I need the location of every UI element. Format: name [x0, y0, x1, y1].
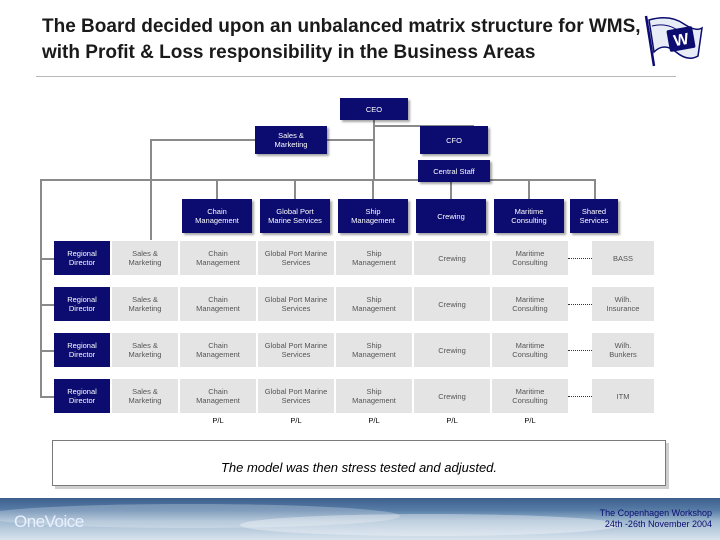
matrix-cell: Crewing: [414, 333, 490, 367]
dotted-link: [568, 304, 592, 305]
connector-row-1: [40, 258, 54, 260]
matrix-cell-sales: Sales & Marketing: [112, 333, 178, 367]
svg-text:W: W: [672, 31, 691, 51]
footer-event-title: The Copenhagen Workshop: [599, 508, 712, 518]
matrix-cell: Chain Management: [180, 287, 256, 321]
connector-staff-line: [40, 179, 595, 181]
onevoice-brand: OneVoice: [14, 512, 84, 531]
cfo-box: CFO: [420, 126, 488, 154]
matrix-cell: Maritime Consulting: [492, 287, 568, 321]
conclusion-note: The model was then stress tested and adj…: [52, 440, 666, 486]
pl-label: P/L: [290, 416, 302, 425]
conclusion-note-text: The model was then stress tested and adj…: [220, 459, 498, 475]
matrix-cell: Maritime Consulting: [492, 241, 568, 275]
pl-label: P/L: [446, 416, 458, 425]
matrix-cell: Global Port Marine Services: [258, 287, 334, 321]
wilhelmsen-flag-logo-icon: W: [644, 15, 703, 67]
matrix-cell-sales: Sales & Marketing: [112, 287, 178, 321]
regional-director-box: Regional Director: [54, 379, 110, 413]
column-header-crewing: Crewing: [416, 199, 486, 233]
dotted-link: [568, 396, 592, 397]
matrix-cell: Maritime Consulting: [492, 333, 568, 367]
footer-event-dates: 24th -26th November 2004: [604, 519, 712, 529]
matrix-cell-sales: Sales & Marketing: [112, 241, 178, 275]
connector-col-5: [528, 179, 530, 199]
footer-wave: [0, 504, 400, 528]
matrix-cell: Global Port Marine Services: [258, 241, 334, 275]
connector-row-4: [40, 396, 54, 398]
matrix-cell: Ship Management: [336, 241, 412, 275]
regional-director-box: Regional Director: [54, 287, 110, 321]
connector-col-1: [216, 179, 218, 199]
connector-row-2: [40, 304, 54, 306]
connector-sales-left-down: [150, 139, 152, 240]
pl-label: P/L: [524, 416, 536, 425]
connector-row-3: [40, 350, 54, 352]
pl-label: P/L: [212, 416, 224, 425]
matrix-cell: Global Port Marine Services: [258, 379, 334, 413]
shared-service-box: BASS: [592, 241, 654, 275]
column-header-global-port-marine-services: Global Port Marine Services: [260, 199, 330, 233]
dotted-link: [568, 350, 592, 351]
ceo-box: CEO: [340, 98, 408, 120]
matrix-cell-sales: Sales & Marketing: [112, 379, 178, 413]
column-header-maritime-consulting: Maritime Consulting: [494, 199, 564, 233]
footer-banner: OneVoice The Copenhagen Workshop 24th -2…: [0, 498, 720, 540]
footer-event-info: The Copenhagen Workshop 24th -26th Novem…: [600, 508, 712, 530]
column-header-shared-services: Shared Services: [570, 199, 618, 233]
connector-ceo-down: [373, 115, 375, 179]
matrix-cell: Ship Management: [336, 287, 412, 321]
matrix-cell: Ship Management: [336, 333, 412, 367]
connector-left-down: [40, 179, 42, 397]
footer-wave: [240, 514, 620, 536]
matrix-cell: Ship Management: [336, 379, 412, 413]
column-header-ship-management: Ship Management: [338, 199, 408, 233]
sales-marketing-box: Sales & Marketing: [255, 126, 327, 154]
connector-col-3: [372, 179, 374, 199]
shared-service-box: ITM: [592, 379, 654, 413]
matrix-cell: Maritime Consulting: [492, 379, 568, 413]
regional-director-box: Regional Director: [54, 333, 110, 367]
connector-col-4: [450, 179, 452, 199]
connector-shared-down: [594, 179, 596, 199]
matrix-cell: Chain Management: [180, 241, 256, 275]
matrix-cell: Global Port Marine Services: [258, 333, 334, 367]
column-header-chain-management: Chain Management: [182, 199, 252, 233]
title-divider: [36, 76, 676, 77]
matrix-cell: Crewing: [414, 287, 490, 321]
connector-col-2: [294, 179, 296, 199]
slide-title: The Board decided upon an unbalanced mat…: [42, 16, 641, 63]
shared-service-box: Wilh. Bunkers: [592, 333, 654, 367]
dotted-link: [568, 258, 592, 259]
central-staff-box: Central Staff: [418, 160, 490, 182]
pl-label: P/L: [368, 416, 380, 425]
regional-director-box: Regional Director: [54, 241, 110, 275]
matrix-cell: Crewing: [414, 379, 490, 413]
matrix-cell: Chain Management: [180, 379, 256, 413]
matrix-cell: Crewing: [414, 241, 490, 275]
matrix-cell: Chain Management: [180, 333, 256, 367]
shared-service-box: Wilh. Insurance: [592, 287, 654, 321]
